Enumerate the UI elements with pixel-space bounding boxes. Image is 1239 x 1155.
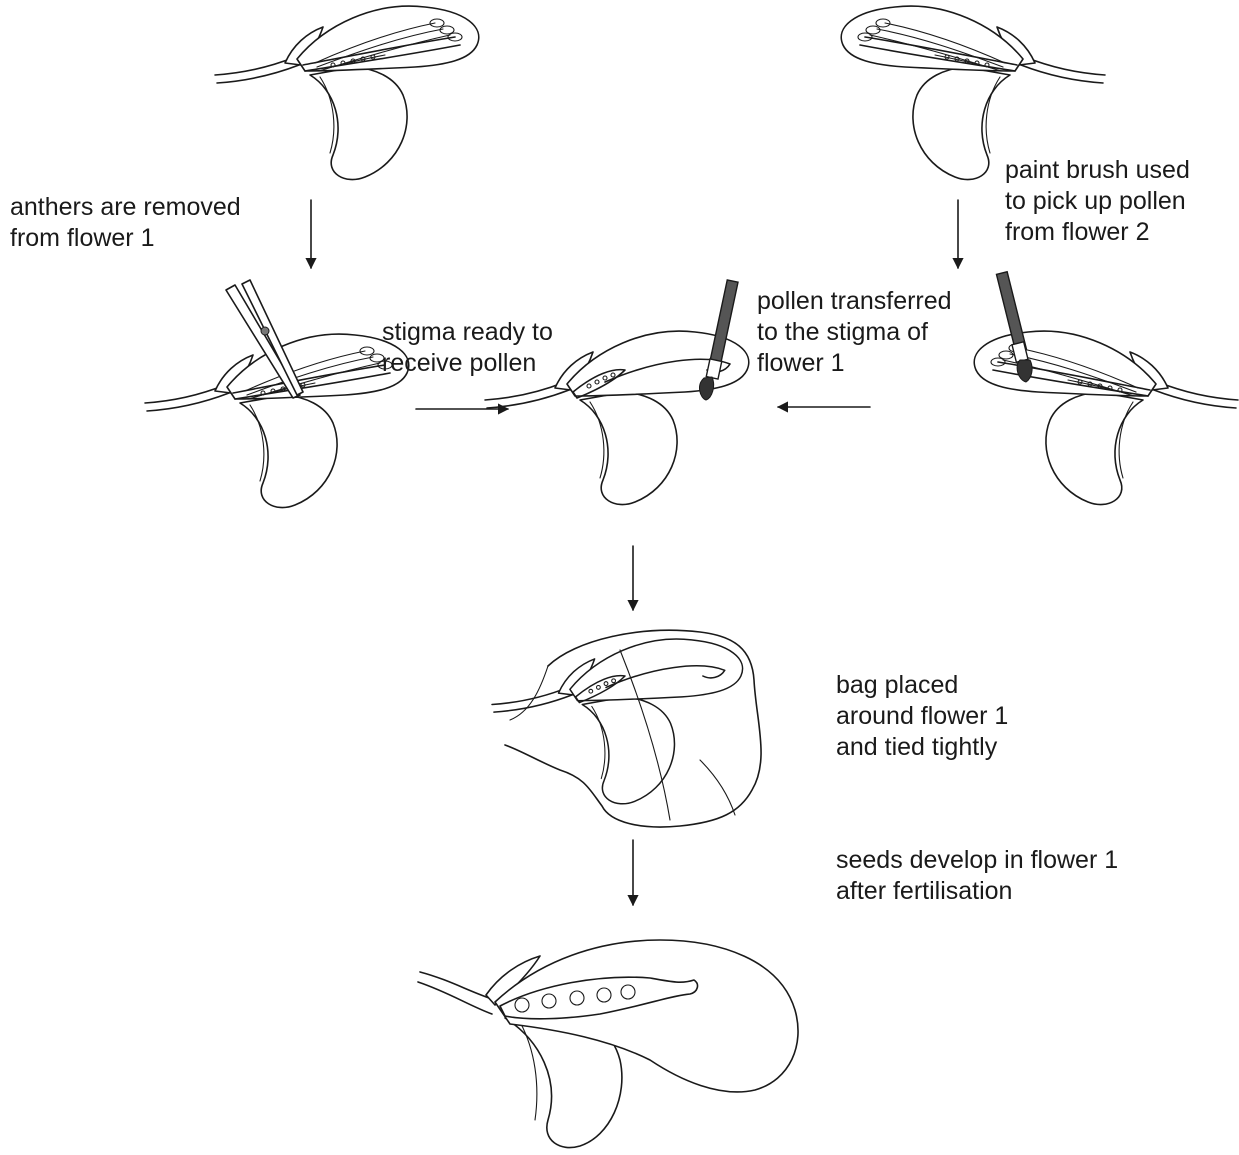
flower-1-bagged — [492, 630, 761, 827]
label-pollen-transferred: pollen transferred to the stigma of flow… — [757, 286, 952, 379]
flower-1-top — [215, 6, 479, 179]
label-seeds-develop: seeds develop in flower 1 after fertilis… — [836, 845, 1118, 907]
label-anthers-removed: anthers are removed from flower 1 — [10, 192, 241, 254]
label-brush-pickup: paint brush used to pick up pollen from … — [1005, 155, 1190, 248]
flower-1-seeds — [418, 940, 798, 1148]
label-bag-placed: bag placed around flower 1 and tied tigh… — [836, 670, 1008, 763]
label-stigma-ready: stigma ready to receive pollen — [382, 317, 553, 379]
flower-2-pollen-pickup — [974, 331, 1238, 504]
flower-2-top — [841, 6, 1105, 179]
